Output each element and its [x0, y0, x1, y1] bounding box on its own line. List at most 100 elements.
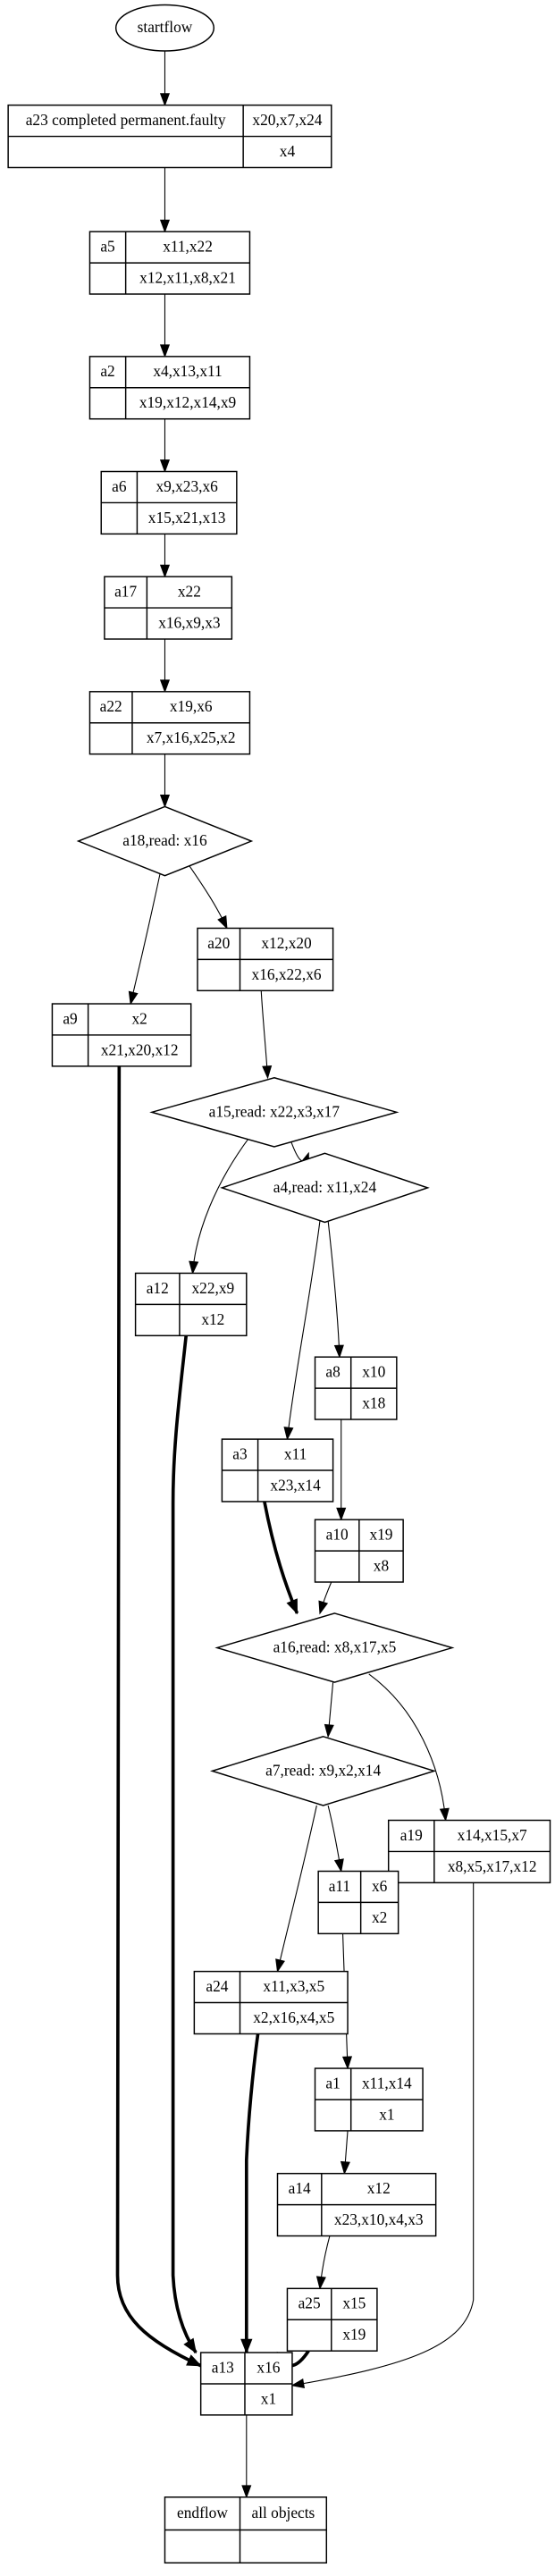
arrowhead-icon — [186, 2354, 202, 2367]
edge-a10-to-a16 — [318, 1581, 332, 1615]
edge-line — [191, 1136, 250, 1274]
activity-inputs: x6 — [372, 1877, 388, 1895]
edge-a18-to-a9 — [128, 873, 161, 1006]
activity-name: a1 — [325, 2074, 340, 2092]
activity-outputs: x2,x16,x4,x5 — [253, 2008, 334, 2026]
activity-name: a9 — [63, 1009, 77, 1027]
edge-line — [171, 1335, 198, 2354]
arrowhead-icon — [333, 1858, 344, 1873]
arrowhead-icon — [340, 2160, 350, 2176]
node-a23: a23 completed permanent.faulty x20,x7,x24… — [7, 104, 332, 169]
activity-inputs: x22,x9 — [192, 1279, 235, 1297]
activity-outputs: x19 — [342, 2326, 366, 2344]
activity-inputs: x10 — [362, 1363, 385, 1381]
arrowhead-icon — [341, 2056, 353, 2070]
decision-label: a15,read: x22,x3,x17 — [209, 1102, 341, 1120]
arrowhead-icon — [315, 2276, 326, 2290]
end-objects: all objects — [252, 2504, 315, 2521]
activity-outputs: x23,x14 — [270, 1476, 321, 1494]
activity-inputs: x12,x20 — [261, 934, 312, 952]
activity-outputs: x15,x21,x13 — [148, 509, 226, 526]
edge-a4-to-a8 — [327, 1220, 344, 1359]
edges-layer — [115, 50, 475, 2499]
arrowhead-icon — [275, 1958, 285, 1974]
edge-line — [260, 990, 269, 1078]
edge-line — [276, 1805, 317, 1972]
activity-inputs: x11,x14 — [362, 2074, 412, 2092]
arrowhead-icon — [217, 914, 228, 930]
activity-inputs: x14,x15,x7 — [458, 1826, 527, 1844]
activity-outputs: x16,x9,x3 — [158, 613, 221, 631]
activity-name: a25 — [299, 2294, 321, 2312]
edge-a19-to-a13 — [290, 1882, 475, 2389]
decision-label: a7,read: x9,x2,x14 — [265, 1761, 381, 1779]
activity-name: a10 — [326, 1526, 349, 1544]
node-a18: a18,read: x16 — [76, 805, 254, 877]
arrowhead-icon — [241, 2485, 252, 2499]
edge-startflow-to-a23 — [159, 50, 171, 107]
edge-a8-to-a10 — [336, 1419, 347, 1521]
arrowhead-icon — [318, 1600, 329, 1615]
node-a7: a7,read: x9,x2,x14 — [209, 1736, 437, 1806]
activity-outputs: x2 — [372, 1908, 387, 1926]
start-label: startflow — [138, 18, 193, 36]
activity-name: a14 — [289, 2179, 311, 2197]
edge-a24-to-a13 — [240, 2033, 260, 2354]
activity-inputs: x2 — [131, 1009, 147, 1027]
activity-name: a24 — [206, 1977, 228, 1995]
activity-inputs: x20,x7,x24 — [252, 111, 322, 129]
arrowhead-icon — [240, 2338, 253, 2354]
activity-inputs: x19,x6 — [170, 697, 213, 715]
activity-name: a8 — [325, 1363, 341, 1381]
node-a22: a22 x19,x6 x7,x16,x25,x2 — [88, 691, 251, 755]
activity-outputs: x23,x10,x4,x3 — [334, 2210, 424, 2228]
activity-name: a17 — [114, 582, 137, 600]
decision-label: a4,read: x11,x24 — [273, 1178, 377, 1196]
end-label: endflow — [177, 2504, 228, 2521]
activity-inputs: x9,x23,x6 — [156, 477, 218, 495]
activity-name: a5 — [100, 238, 115, 256]
activity-inputs: x4,x13,x11 — [153, 362, 222, 380]
activity-inputs: x11,x22 — [163, 238, 213, 256]
activity-inputs: x16 — [256, 2358, 280, 2376]
activity-outputs: x1 — [379, 2105, 394, 2123]
decision-diamond — [220, 1152, 430, 1224]
activity-outputs: x7,x16,x25,x2 — [147, 728, 236, 746]
node-a1: a1 x11,x14 x1 — [314, 2067, 424, 2132]
arrowhead-icon — [262, 1065, 273, 1080]
edge-a15-to-a12 — [189, 1136, 250, 1275]
activity-name: a20 — [207, 934, 230, 952]
decision-diamond — [149, 1076, 399, 1148]
activity-outputs: x18 — [362, 1393, 385, 1411]
activity-outputs: x12 — [201, 1310, 224, 1328]
activity-outputs: x19,x12,x14,x9 — [139, 393, 236, 411]
node-startflow: startflow — [114, 4, 214, 52]
activity-inputs: x11 — [284, 1444, 307, 1462]
activity-name: a19 — [400, 1826, 423, 1844]
edge-line — [286, 1220, 321, 1440]
arrowhead-icon — [189, 1260, 199, 1275]
edge-a7-to-a24 — [275, 1805, 317, 1974]
nodes-layer: startflow a23 completed permanent.faulty x… — [7, 4, 551, 2564]
activity-outputs: x4 — [280, 142, 296, 160]
arrowhead-icon — [159, 219, 171, 233]
node-a8: a8 x10 x18 — [314, 1356, 398, 1420]
edge-a23-to-a5 — [159, 167, 171, 233]
node-endflow: endflow all objects — [164, 2496, 328, 2564]
activity-name: a22 — [100, 697, 122, 715]
edge-line — [368, 1673, 447, 1821]
start-ellipse — [114, 4, 214, 52]
activity-inputs: x19 — [369, 1526, 392, 1544]
arrowhead-icon — [159, 459, 171, 474]
activity-name: a23 completed permanent.faulty — [26, 111, 226, 129]
edge-a14-to-a25 — [315, 2235, 331, 2290]
edge-a5-to-a2 — [159, 294, 171, 358]
arrowhead-icon — [128, 990, 139, 1006]
